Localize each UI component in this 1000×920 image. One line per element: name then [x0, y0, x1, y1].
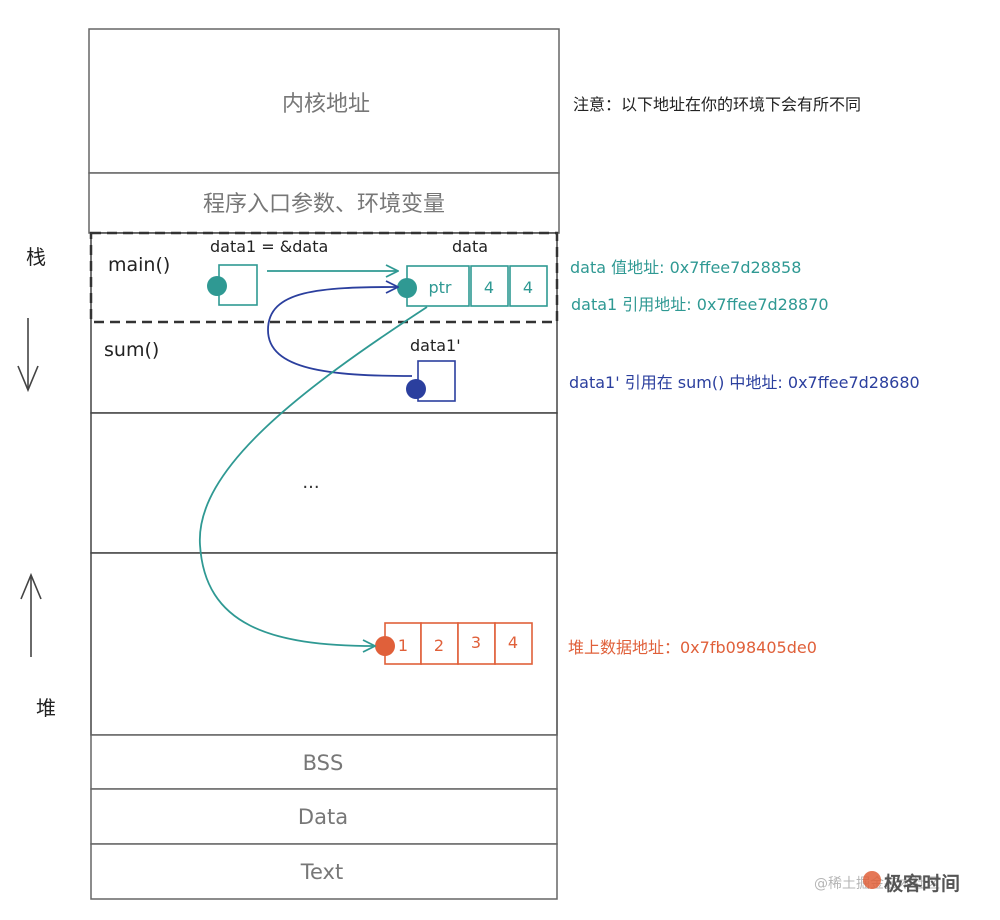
args-env-segment — [88, 172, 560, 234]
kernel-label: 内核地址 — [282, 92, 370, 117]
heap-cell-3 — [457, 622, 496, 665]
heap-addr-note: 堆上数据地址：0x7fb098405de0 — [568, 638, 817, 657]
heap-start-dot — [375, 636, 395, 656]
data-cap-text: 4 — [484, 278, 494, 297]
data-ptr-dot — [397, 278, 417, 298]
heap-cell-4 — [494, 622, 533, 665]
data-segment-label: Data — [298, 805, 348, 829]
data1-prime-ref-dot — [406, 379, 426, 399]
data1-label: data1 = &data — [210, 237, 328, 256]
heap-cell-4-text: 4 — [508, 633, 518, 652]
heap-side-label: 堆 — [36, 696, 56, 720]
args-env-label: 程序入口参数、环境变量 — [203, 192, 445, 217]
data1-prime-to-data-arrow — [267, 287, 413, 377]
ptr-to-heap-arrow — [199, 306, 428, 646]
data-len-text: 4 — [523, 278, 533, 297]
sum-frame-label: sum() — [104, 339, 159, 361]
heap-cell-2 — [420, 622, 459, 665]
data-addr-note: data 值地址: 0x7ffee7d28858 — [570, 258, 801, 277]
data1-prime-label: data1' — [410, 336, 461, 355]
main-frame-border — [89, 231, 559, 324]
stack-grow-down-arrow — [17, 318, 39, 393]
data-len-cell — [509, 265, 548, 307]
heap-cell-2-text: 2 — [434, 636, 444, 655]
text-segment-label: Text — [300, 860, 343, 884]
data-cap-cell — [470, 265, 509, 307]
data1-prime-addr-note: data1' 引用在 sum() 中地址: 0x7ffee7d28680 — [569, 373, 920, 392]
data1-addr-note: data1 引用地址: 0x7ffee7d28870 — [571, 295, 829, 314]
watermark-logo: 极客时间 — [863, 871, 960, 895]
data-ptr-text: ptr — [428, 278, 451, 297]
main-frame-label: main() — [108, 254, 170, 276]
data-segment — [90, 788, 558, 845]
ellipsis-label: ... — [302, 472, 319, 493]
heap-cell-1-text: 1 — [398, 636, 408, 655]
data-var-label: data — [452, 237, 488, 256]
middle-region — [90, 412, 558, 554]
warning-note: 注意：以下地址在你的环境下会有所不同 — [573, 95, 861, 114]
watermark-right: 极客时间 — [884, 872, 960, 895]
text-segment — [90, 843, 558, 900]
heap-grow-up-arrow — [20, 572, 42, 657]
kernel-segment — [88, 28, 560, 174]
data1-ref-dot — [207, 276, 227, 296]
stack-side-label: 栈 — [26, 245, 46, 269]
heap-cell-3-text: 3 — [471, 633, 481, 652]
bss-label: BSS — [303, 751, 344, 775]
